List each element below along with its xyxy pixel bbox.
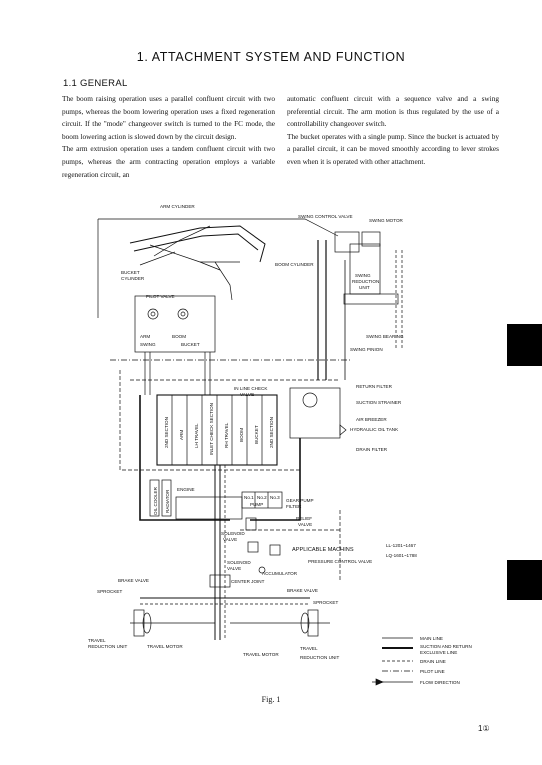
label-travel-motor-left: TRAVEL MOTOR	[147, 644, 183, 649]
valve-section-label: 2ND SECTION	[269, 417, 274, 448]
label-pilot-valve: PILOT VALVE	[146, 294, 175, 299]
paragraph: The boom raising operation uses a parall…	[62, 94, 275, 141]
label-travel-reduction-right: TRAVEL	[300, 646, 318, 651]
label-radiator: RADIATOR	[165, 489, 170, 513]
figure-caption: Fig. 1	[261, 695, 281, 704]
label-bucket: BUCKET	[181, 342, 200, 347]
label-oil-cooler: OIL COOLER	[153, 486, 158, 515]
legend-pilot-line: PILOT LINE	[420, 669, 445, 674]
label-pump-3: No.3	[270, 495, 280, 500]
label-travel-reduction-right: REDUCTION UNIT	[300, 655, 339, 660]
label-pressure-control-valve: PRESSURE CONTROL VALVE	[308, 559, 372, 564]
label-hydraulic-oil-tank: HYDRAULIC OIL TANK	[350, 427, 399, 432]
label-engine: ENGINE	[177, 487, 195, 492]
label-bucket-cylinder: BUCKET	[121, 270, 140, 275]
label-solenoid-valve-top: VALVE	[223, 537, 237, 542]
paragraph: automatic confluent circuit with a seque…	[287, 94, 499, 129]
label-swing-reduction: REDUCTION	[352, 279, 379, 284]
label-center-joint: CENTER JOINT	[231, 579, 265, 584]
valve-section-label: 2ND SECTION	[164, 417, 169, 448]
label-sprocket-right: SPROCKET	[313, 600, 338, 605]
label-solenoid-valve: VALVE	[227, 566, 241, 571]
legend-drain-line: DRAIN LINE	[420, 659, 446, 664]
valve-section-label: LH TRAVEL	[194, 423, 199, 448]
legend-suction-return: EXCLUSIVE LINE	[420, 650, 457, 655]
label-swing: SWING	[140, 342, 156, 347]
paragraph: The bucket operates with a single pump. …	[287, 131, 499, 166]
valve-section-label: INLET CHECK SECTION	[209, 403, 214, 455]
label-inline-check: IN LINE CHECK	[234, 386, 268, 391]
label-relief-valve: RELIEF	[296, 516, 312, 521]
label-brake-valve-right: BRAKE VALVE	[287, 588, 318, 593]
edge-tab-marker	[507, 560, 542, 600]
legend-main-line: MAIN LINE	[420, 636, 443, 641]
label-boom-cylinder: BOOM CYLINDER	[275, 262, 314, 267]
label-inline-check: VALVE	[240, 392, 254, 397]
valve-section-label: RH TRAVEL	[224, 422, 229, 448]
label-swing-bearing: SWING BEARING	[366, 334, 404, 339]
label-drain-filter: DRAIN FILTER	[356, 447, 388, 452]
label-air-breezer: AIR BREEZER	[356, 417, 387, 422]
valve-section-label: BOOM	[239, 428, 244, 442]
label-solenoid-valve: SOLENOID	[227, 560, 251, 565]
valve-section-label: BUCKET	[254, 425, 259, 444]
label-swing-reduction: SWING	[355, 273, 371, 278]
edge-tab-marker	[507, 324, 542, 366]
text-column-left: The boom raising operation uses a parall…	[62, 93, 275, 181]
label-pump-2: No.2	[257, 495, 267, 500]
label-boom: BOOM	[172, 334, 186, 339]
label-relief-valve: VALVE	[298, 522, 312, 527]
label-swing-reduction: UNIT	[359, 285, 370, 290]
label-bucket-cylinder: CYLINDER	[121, 276, 145, 281]
label-travel-motor-right: TRAVEL MOTOR	[243, 652, 279, 657]
page-number: 1①	[478, 724, 490, 733]
label-travel-reduction-left: REDUCTION UNIT	[88, 644, 127, 649]
section-heading: 1.1 GENERAL	[63, 78, 128, 89]
label-gear-pump: FILTER	[286, 504, 302, 509]
page-title: 1. ATTACHMENT SYSTEM AND FUNCTION	[136, 50, 406, 64]
label-return-filter: RETURN FILTER	[356, 384, 393, 389]
label-suction-strainer: SUCTION STRAINER	[356, 400, 402, 405]
label-model-range: LQ-1601~1788	[386, 553, 417, 558]
label-sprocket-left: SPROCKET	[97, 589, 122, 594]
legend-suction-return: SUCTION AND RETURN	[420, 644, 472, 649]
label-gear-pump: GEAR PUMP	[286, 498, 314, 503]
label-travel-reduction-left: TRAVEL	[88, 638, 106, 643]
label-applicable-machine: APPLICABLE MACHINS	[292, 547, 354, 553]
label-accumulator: ACCUMULATOR	[262, 571, 298, 576]
paragraph: The arm extrusion operation uses a tande…	[62, 144, 275, 179]
label-swing-motor: SWING MOTOR	[369, 218, 404, 223]
text-column-right: automatic confluent circuit with a seque…	[287, 93, 499, 169]
label-brake-valve-left: BRAKE VALVE	[118, 578, 149, 583]
legend-flow-direction: FLOW DIRECTION	[420, 680, 460, 685]
label-solenoid-valve-top: SOLENOID	[221, 531, 245, 536]
label-swing-pinion: SWING PINION	[350, 347, 383, 352]
label-arm: ARM	[140, 334, 150, 339]
label-pump: PUMP	[250, 502, 263, 507]
valve-section-label: ARM	[179, 430, 184, 440]
label-pump-1: No.1	[244, 495, 254, 500]
label-arm-cylinder: ARM CYLINDER	[160, 204, 195, 209]
label-model-range: LL-1201~1467	[386, 543, 416, 548]
label-swing-control-valve: SWING CONTROL VALVE	[298, 214, 353, 219]
